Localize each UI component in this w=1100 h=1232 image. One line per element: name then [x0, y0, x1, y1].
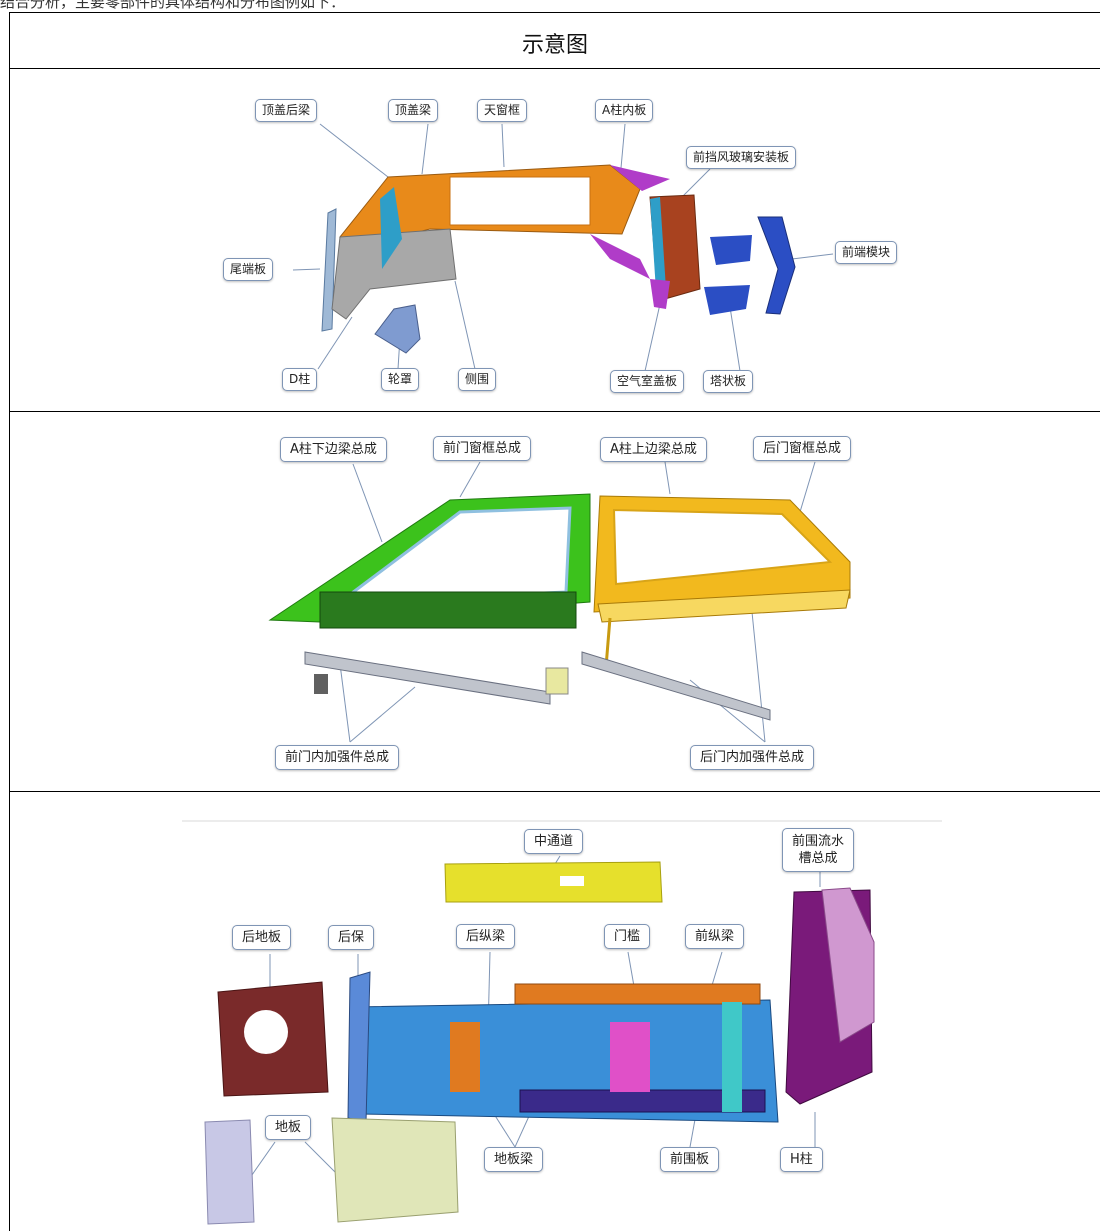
callout-dash-panel: 前围板 — [660, 1147, 720, 1172]
callout-rear-door-reinforcement: 后门内加强件总成 — [690, 745, 815, 770]
callout-side-frame: 侧围 — [458, 368, 497, 391]
underbody-diagram — [182, 820, 942, 1225]
callout-d-pillar: D柱 — [282, 368, 318, 391]
callout-front-module: 前端模块 — [835, 241, 898, 264]
side-frame-shape — [331, 228, 457, 320]
front-door-reinforcement-shape — [304, 651, 551, 705]
callout-rear-floor: 后地板 — [232, 925, 292, 950]
figure-underbody: 中通道 前围流水 槽总成 后地板 后保 后纵梁 门槛 前纵梁 地板 地板梁 前围… — [10, 792, 1100, 1232]
callout-wheel-housing: 轮罩 — [381, 368, 420, 391]
floor-panel2-shape — [331, 1117, 459, 1223]
tower-panel-shape — [704, 285, 750, 315]
callout-tower-panel: 塔状板 — [703, 370, 754, 393]
callout-front-rail: 前纵梁 — [685, 924, 745, 949]
intro-text: 结合分析，主要零部件的具体结构和分布图例如下： — [0, 0, 346, 11]
diagram-table: 示意图 — [9, 12, 1100, 1231]
table-header-row: 示意图 — [10, 13, 1100, 69]
callout-front-door-reinforcement: 前门内加强件总成 — [275, 745, 400, 770]
callout-cowl-panel: 空气室盖板 — [610, 370, 685, 393]
callout-windshield-panel: 前挡风玻璃安装板 — [686, 146, 797, 169]
callout-drain-channel: 前围流水 槽总成 — [782, 828, 855, 872]
figure-upper-body: 顶盖后梁 顶盖梁 天窗框 A柱内板 前挡风玻璃安装板 尾端板 前端模块 D柱 轮… — [10, 69, 1100, 412]
callout-a-pillar-lower-sill: A柱下边梁总成 — [280, 437, 387, 462]
drain-channel-shape — [821, 887, 875, 1043]
callout-floor: 地板 — [265, 1115, 312, 1140]
front-module-shape — [757, 216, 796, 315]
rear-bumper-shape — [347, 971, 371, 1123]
callout-a-pillar-upper-rail: A柱上边梁总成 — [600, 437, 707, 462]
tail-panel-shape — [321, 208, 337, 332]
floor-panel-shape — [204, 1119, 255, 1225]
figure-door-frames: A柱下边梁总成 前门窗框总成 A柱上边梁总成 后门窗框总成 前门内加强件总成 后… — [10, 412, 1100, 792]
tunnel-shape — [444, 861, 663, 903]
door-frame-diagram — [268, 461, 851, 743]
callout-tail-panel: 尾端板 — [223, 258, 274, 281]
callout-sunroof-frame: 天窗框 — [477, 99, 528, 122]
rear-door-reinforcement-shape — [581, 651, 771, 721]
callout-rear-door-frame: 后门窗框总成 — [753, 436, 852, 461]
callout-roof-beam: 顶盖梁 — [388, 99, 439, 122]
callout-floor-beam: 地板梁 — [484, 1147, 544, 1172]
callout-roof-rear-beam: 顶盖后梁 — [255, 99, 318, 122]
upper-body-diagram — [292, 123, 834, 372]
callout-a-pillar-inner: A柱内板 — [595, 99, 654, 122]
wheel-housing-shape — [374, 304, 421, 354]
callout-rear-rail: 后纵梁 — [456, 924, 516, 949]
callout-tunnel: 中通道 — [524, 829, 584, 854]
callout-front-door-frame: 前门窗框总成 — [433, 436, 532, 461]
callout-sill: 门槛 — [604, 924, 651, 949]
callout-h-pillar: H柱 — [780, 1147, 823, 1172]
table-header: 示意图 — [521, 33, 588, 58]
callout-rear-bumper: 后保 — [328, 925, 375, 950]
